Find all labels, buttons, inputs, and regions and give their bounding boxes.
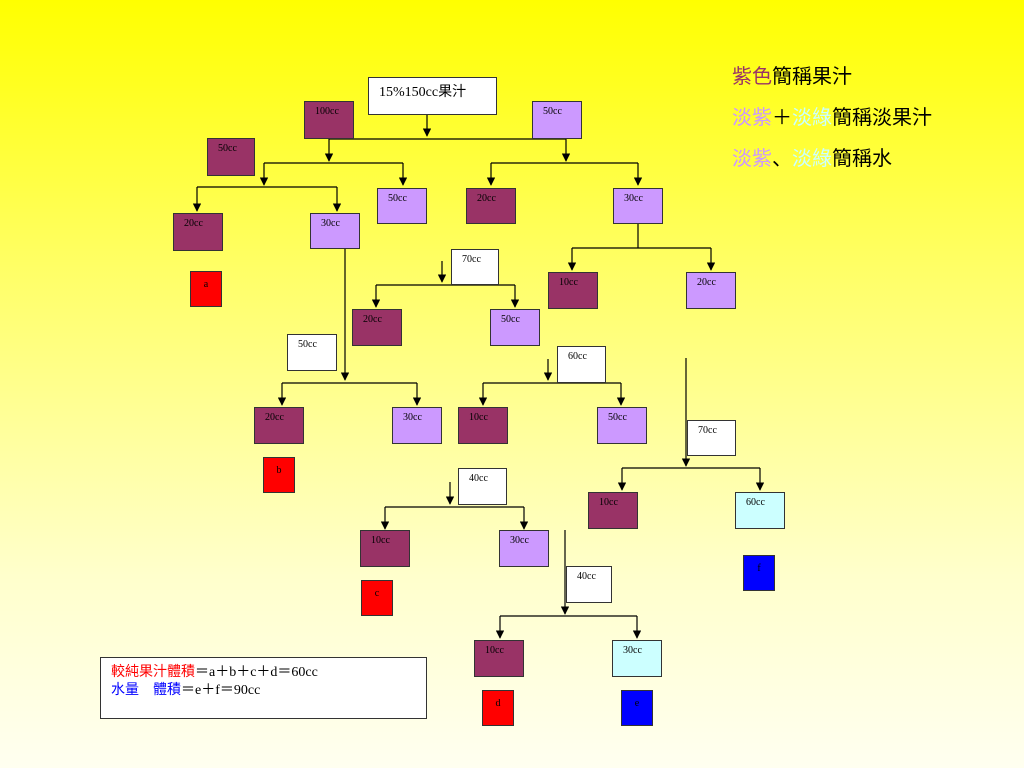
legend-lavender-label-2: 淡紫 [732,146,772,170]
add-water-70cc-right: 70cc [687,420,736,456]
summary-water-label: 水量 體積 [111,683,181,698]
node-30cc-b: 30cc [392,407,442,444]
legend-cyan-label: 淡綠 [792,105,832,129]
node-10cc-right: 10cc [548,272,598,309]
result-f: f [743,555,775,591]
node-30cc-water: 30cc [612,640,662,677]
node-20cc-right: 20cc [686,272,736,309]
node-50cc-c: 50cc [490,309,540,346]
node-30cc-left: 30cc [310,213,360,249]
summary-box: 較純果汁體積＝a＋b＋c＋d＝60cc 水量 體積＝e＋f＝90cc [100,657,427,719]
node-100cc: 100cc [304,101,354,139]
node-50cc-d: 50cc [597,407,647,444]
node-20cc-a: 20cc [173,213,223,251]
result-a: a [190,271,222,307]
legend-line-juice: 紫色簡稱果汁 [732,60,932,101]
summary-juice-label: 較純果汁體積 [111,665,195,680]
legend-purple-label: 紫色 [732,64,772,88]
node-20cc-mid: 20cc [466,188,516,224]
legend-line-diluted: 淡紫＋淡綠簡稱淡果汁 [732,101,932,142]
result-c: c [361,580,393,616]
node-60cc-water: 60cc [735,492,785,529]
node-30cc-c: 30cc [499,530,549,567]
result-d: d [482,690,514,726]
legend-diluted-text: 簡稱淡果汁 [832,105,932,129]
legend-cyan-label-2: 淡綠 [792,146,832,170]
node-10cc-c: 10cc [360,530,410,567]
add-water-40cc: 40cc [458,468,507,505]
node-30cc-right: 30cc [613,188,663,224]
node-50cc-right: 50cc [532,101,582,139]
result-e: e [621,690,653,726]
color-legend: 紫色簡稱果汁 淡紫＋淡綠簡稱淡果汁 淡紫、淡綠簡稱水 [732,60,932,183]
legend-water-text: 簡稱水 [832,146,892,170]
add-water-40cc-b: 40cc [566,566,612,603]
summary-water-formula: ＝e＋f＝90cc [181,683,261,698]
summary-juice-line: 較純果汁體積＝a＋b＋c＋d＝60cc [111,664,416,682]
legend-juice-text: 簡稱果汁 [772,64,852,88]
add-water-70cc: 70cc [451,249,499,285]
node-20cc-b: 20cc [254,407,304,444]
node-20cc-c: 20cc [352,309,402,346]
summary-water-line: 水量 體積＝e＋f＝90cc [111,682,416,700]
legend-line-water: 淡紫、淡綠簡稱水 [732,142,932,183]
add-water-50cc: 50cc [287,334,337,371]
legend-separator: 、 [772,146,792,170]
result-b: b [263,457,295,493]
node-50cc-left: 50cc [207,138,255,176]
root-node: 15%150cc果汁 [368,77,497,115]
legend-lavender-label: 淡紫 [732,105,772,129]
node-10cc-d: 10cc [458,407,508,444]
node-10cc-f: 10cc [474,640,524,677]
add-water-60cc: 60cc [557,346,606,383]
legend-plus: ＋ [772,105,792,129]
node-50cc-mid: 50cc [377,188,427,224]
summary-juice-formula: ＝a＋b＋c＋d＝60cc [195,665,318,680]
node-10cc-e: 10cc [588,492,638,529]
